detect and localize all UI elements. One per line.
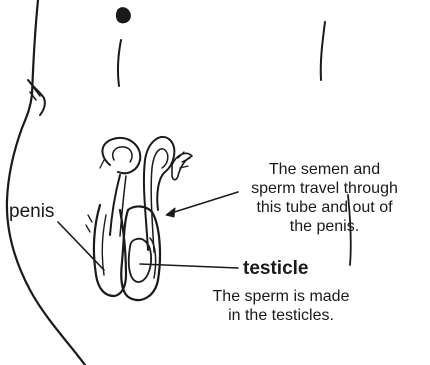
seminal-vesicle — [172, 153, 192, 179]
caption-sperm: The sperm is made in the testicles. — [176, 287, 386, 325]
label-penis: penis — [9, 201, 54, 223]
caption-tube-line: The semen and — [222, 160, 427, 179]
caption-sperm-line: in the testicles. — [176, 306, 386, 325]
caption-tube-line: sperm travel through — [222, 179, 427, 198]
penis-inner — [102, 215, 106, 275]
caption-sperm-line: The sperm is made — [176, 287, 386, 306]
leader-penis — [58, 222, 104, 270]
caption-tube-line: this tube and out of — [222, 198, 427, 217]
arrowhead-tube — [166, 208, 175, 217]
bladder — [102, 138, 140, 173]
scrotum — [121, 206, 160, 300]
caption-tube: The semen and sperm travel through this … — [222, 160, 427, 236]
body-outline-left — [7, 0, 85, 365]
testicle-shape — [129, 239, 151, 282]
navel — [117, 8, 130, 23]
shading-marks — [86, 160, 104, 232]
caption-tube-line: the penis. — [222, 217, 427, 236]
abdomen-line-left — [118, 40, 121, 86]
tube-left — [110, 175, 120, 235]
abdomen-line-right — [321, 22, 325, 80]
bladder-inner — [113, 147, 132, 162]
label-testicle: testicle — [243, 258, 308, 280]
